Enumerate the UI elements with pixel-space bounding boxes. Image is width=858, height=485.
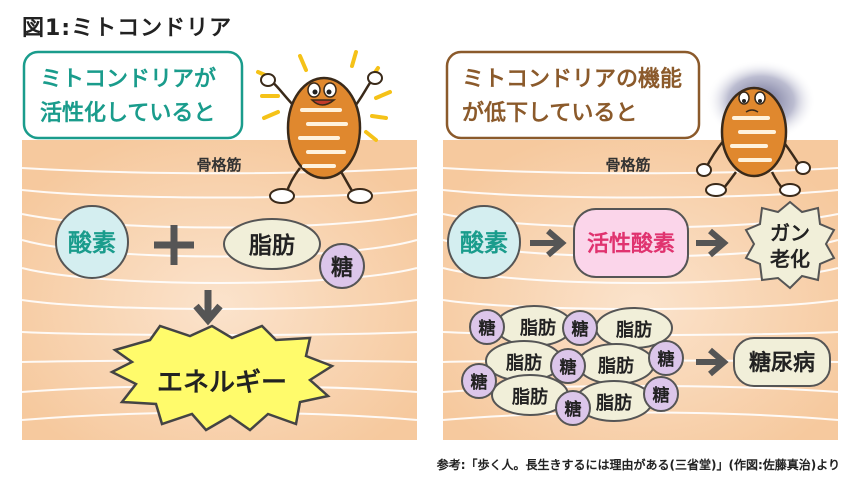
sugar-node [469,309,505,345]
left-panel: 骨格筋 ミトコンドリアが 活性化していると [21,50,418,440]
energy-burst [109,324,335,432]
sugar-label: 糖 [560,357,577,378]
source-credit: 参考:「歩く人。長生きするには理由がある(三省堂)」(作図:佐藤真治)より [436,458,840,472]
oxygen-node [55,205,129,279]
sugar-node [461,363,497,399]
arrow-right-icon [696,228,729,258]
left-heading-line1: ミトコンドリアが [40,66,216,92]
energy-label: エネルギー [157,368,287,398]
muscle-label-right: 骨格筋 [605,156,650,174]
fat-label: 脂肪 [512,386,548,408]
sugar-label: 糖 [471,372,488,393]
sugar-label: 糖 [565,399,582,420]
sugar-node [648,340,684,376]
fat-node [223,218,321,270]
fat-sugar-cluster: 脂肪 脂肪 脂肪 脂肪 脂肪 脂肪 糖 糖 糖 糖 糖 糖 糖 [461,305,684,426]
arrow-right-icon [530,228,567,258]
fat-label: 脂肪 [520,317,556,339]
sugar-label: 糖 [331,255,353,281]
sugar-label: 糖 [653,385,670,406]
active-oxygen-label: 活性酸素 [587,231,675,257]
right-panel: 骨格筋 ミトコンドリアの機能 が低下していると [442,50,839,440]
sugar-node [319,243,365,289]
diabetes-label: 糖尿病 [749,350,815,376]
sugar-node [550,348,586,384]
fat-label: 脂肪 [506,352,542,374]
sugar-node [555,390,591,426]
cancer-aging-burst [744,200,836,290]
right-heading-line1: ミトコンドリアの機能 [462,66,682,92]
down-arrow-icon [193,290,223,326]
happy-mitochondria-icon [256,50,392,204]
left-heading-box [22,50,244,140]
tired-mitochondria-icon [696,60,816,197]
oxygen-node-right [447,205,521,279]
oxygen-label-right: 酸素 [460,229,508,257]
sugar-node [562,310,598,346]
fat-label: 脂肪 [616,319,652,341]
fat-label: 脂肪 [596,392,632,414]
right-heading-line2: が低下していると [462,100,637,126]
left-heading-line2: 活性化していると [40,100,215,126]
diabetes-node [733,337,831,387]
muscle-label: 骨格筋 [196,156,241,174]
sugar-label: 糖 [658,349,675,370]
fat-label: 脂肪 [598,355,634,377]
cancer-label: ガン [770,221,810,245]
figure-title: 図1:ミトコンドリア [22,16,233,41]
arrow-right-icon [696,347,729,377]
active-oxygen-node [573,208,689,278]
sugar-label: 糖 [479,318,496,339]
aging-label: 老化 [770,247,810,271]
oxygen-label: 酸素 [68,229,116,257]
sugar-label: 糖 [572,319,589,340]
plus-icon [154,225,194,265]
right-heading-box [445,50,701,140]
fat-label: 脂肪 [249,232,295,259]
sugar-node [643,376,679,412]
